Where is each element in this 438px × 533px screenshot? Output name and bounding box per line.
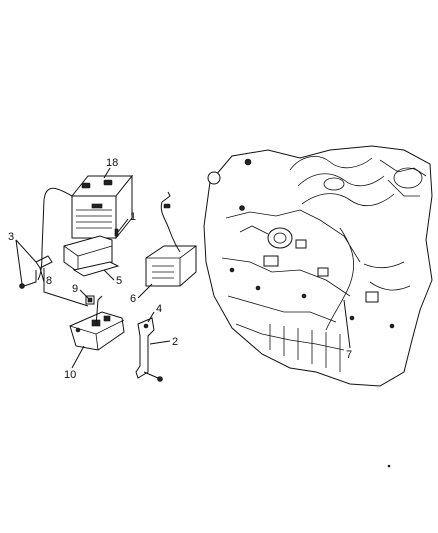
callout-6: 6 [130, 293, 136, 305]
engine-assembly [203, 145, 433, 468]
callout-9: 9 [72, 283, 78, 295]
leader-lines [15, 167, 351, 369]
leader-2 [149, 340, 171, 345]
callout-18: 18 [106, 157, 118, 169]
callout-5: 5 [116, 275, 122, 287]
thermal-guard [145, 191, 197, 287]
battery [70, 174, 134, 240]
leader-3b [15, 239, 23, 285]
leader-1 [117, 218, 129, 233]
callout-3: 3 [8, 231, 14, 243]
callout-4: 4 [156, 303, 162, 315]
callout-2: 2 [172, 336, 178, 348]
callout-8: 8 [46, 275, 52, 287]
leader-10 [71, 345, 85, 369]
leader-9 [79, 289, 89, 299]
leader-18 [103, 167, 111, 179]
battery-tray [63, 228, 120, 277]
leader-4 [147, 311, 155, 323]
leader-3a [15, 239, 37, 263]
leader-6 [137, 283, 153, 299]
callout-labels: 18 1 3 8 5 6 9 4 2 10 7 [8, 157, 352, 381]
cable-bracket [19, 255, 89, 307]
callout-1: 1 [130, 211, 136, 223]
nut [85, 295, 95, 305]
callout-10: 10 [64, 369, 76, 381]
leader-7 [343, 299, 351, 349]
callout-7: 7 [346, 349, 352, 361]
leader-5 [103, 269, 115, 281]
support-strap [135, 317, 163, 382]
tray-bracket [69, 295, 125, 351]
leader-8 [39, 267, 45, 283]
